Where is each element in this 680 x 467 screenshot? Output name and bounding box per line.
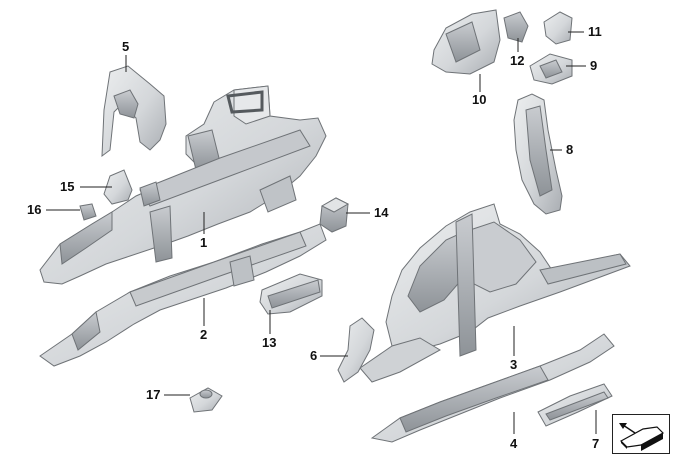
part-1-side-member-assembly[interactable] xyxy=(39,85,327,285)
part-10-rear-panel-upper[interactable] xyxy=(431,9,501,75)
orientation-reference-box xyxy=(612,414,670,454)
part-15-bracket[interactable] xyxy=(103,169,161,207)
callout-14[interactable]: 14 xyxy=(374,205,389,220)
callout-8[interactable]: 8 xyxy=(566,142,574,157)
callout-12[interactable]: 12 xyxy=(510,53,525,68)
callout-11[interactable]: 11 xyxy=(588,24,602,39)
part-11-corner-piece[interactable] xyxy=(543,11,573,45)
callout-3[interactable]: 3 xyxy=(510,357,518,372)
callout-9[interactable]: 9 xyxy=(590,58,598,73)
callout-17[interactable]: 17 xyxy=(146,387,161,402)
callout-6[interactable]: 6 xyxy=(310,348,318,363)
part-12-bracket[interactable] xyxy=(503,11,529,43)
callout-1[interactable]: 1 xyxy=(200,235,208,250)
callout-13[interactable]: 13 xyxy=(262,335,277,350)
part-13-support[interactable] xyxy=(259,273,323,315)
callout-15[interactable]: 15 xyxy=(60,179,75,194)
callout-10[interactable]: 10 xyxy=(472,92,487,107)
part-9-bracket[interactable] xyxy=(529,53,573,85)
part-16-small-bracket[interactable] xyxy=(79,203,97,221)
part-2-side-member-lower[interactable] xyxy=(39,223,327,367)
part-6-closing-panel[interactable] xyxy=(337,317,375,383)
part-17-nut-plate[interactable] xyxy=(189,387,223,413)
part-3-rear-wheelhouse-assembly[interactable] xyxy=(359,203,631,383)
part-8-pillar-reinforcement[interactable] xyxy=(513,93,563,215)
callout-4[interactable]: 4 xyxy=(510,436,518,451)
callout-16[interactable]: 16 xyxy=(27,202,42,217)
callout-2[interactable]: 2 xyxy=(200,327,208,342)
leader-lines xyxy=(46,31,597,434)
callout-7[interactable]: 7 xyxy=(592,436,600,451)
part-14-bracket-block[interactable] xyxy=(319,197,350,233)
part-7-floor-bracket[interactable] xyxy=(537,383,613,427)
car-orientation-icon xyxy=(619,423,664,451)
part-4-rear-side-member[interactable] xyxy=(370,333,615,443)
part-5-wheel-arch-inner[interactable] xyxy=(101,65,167,158)
callout-5[interactable]: 5 xyxy=(122,39,130,54)
